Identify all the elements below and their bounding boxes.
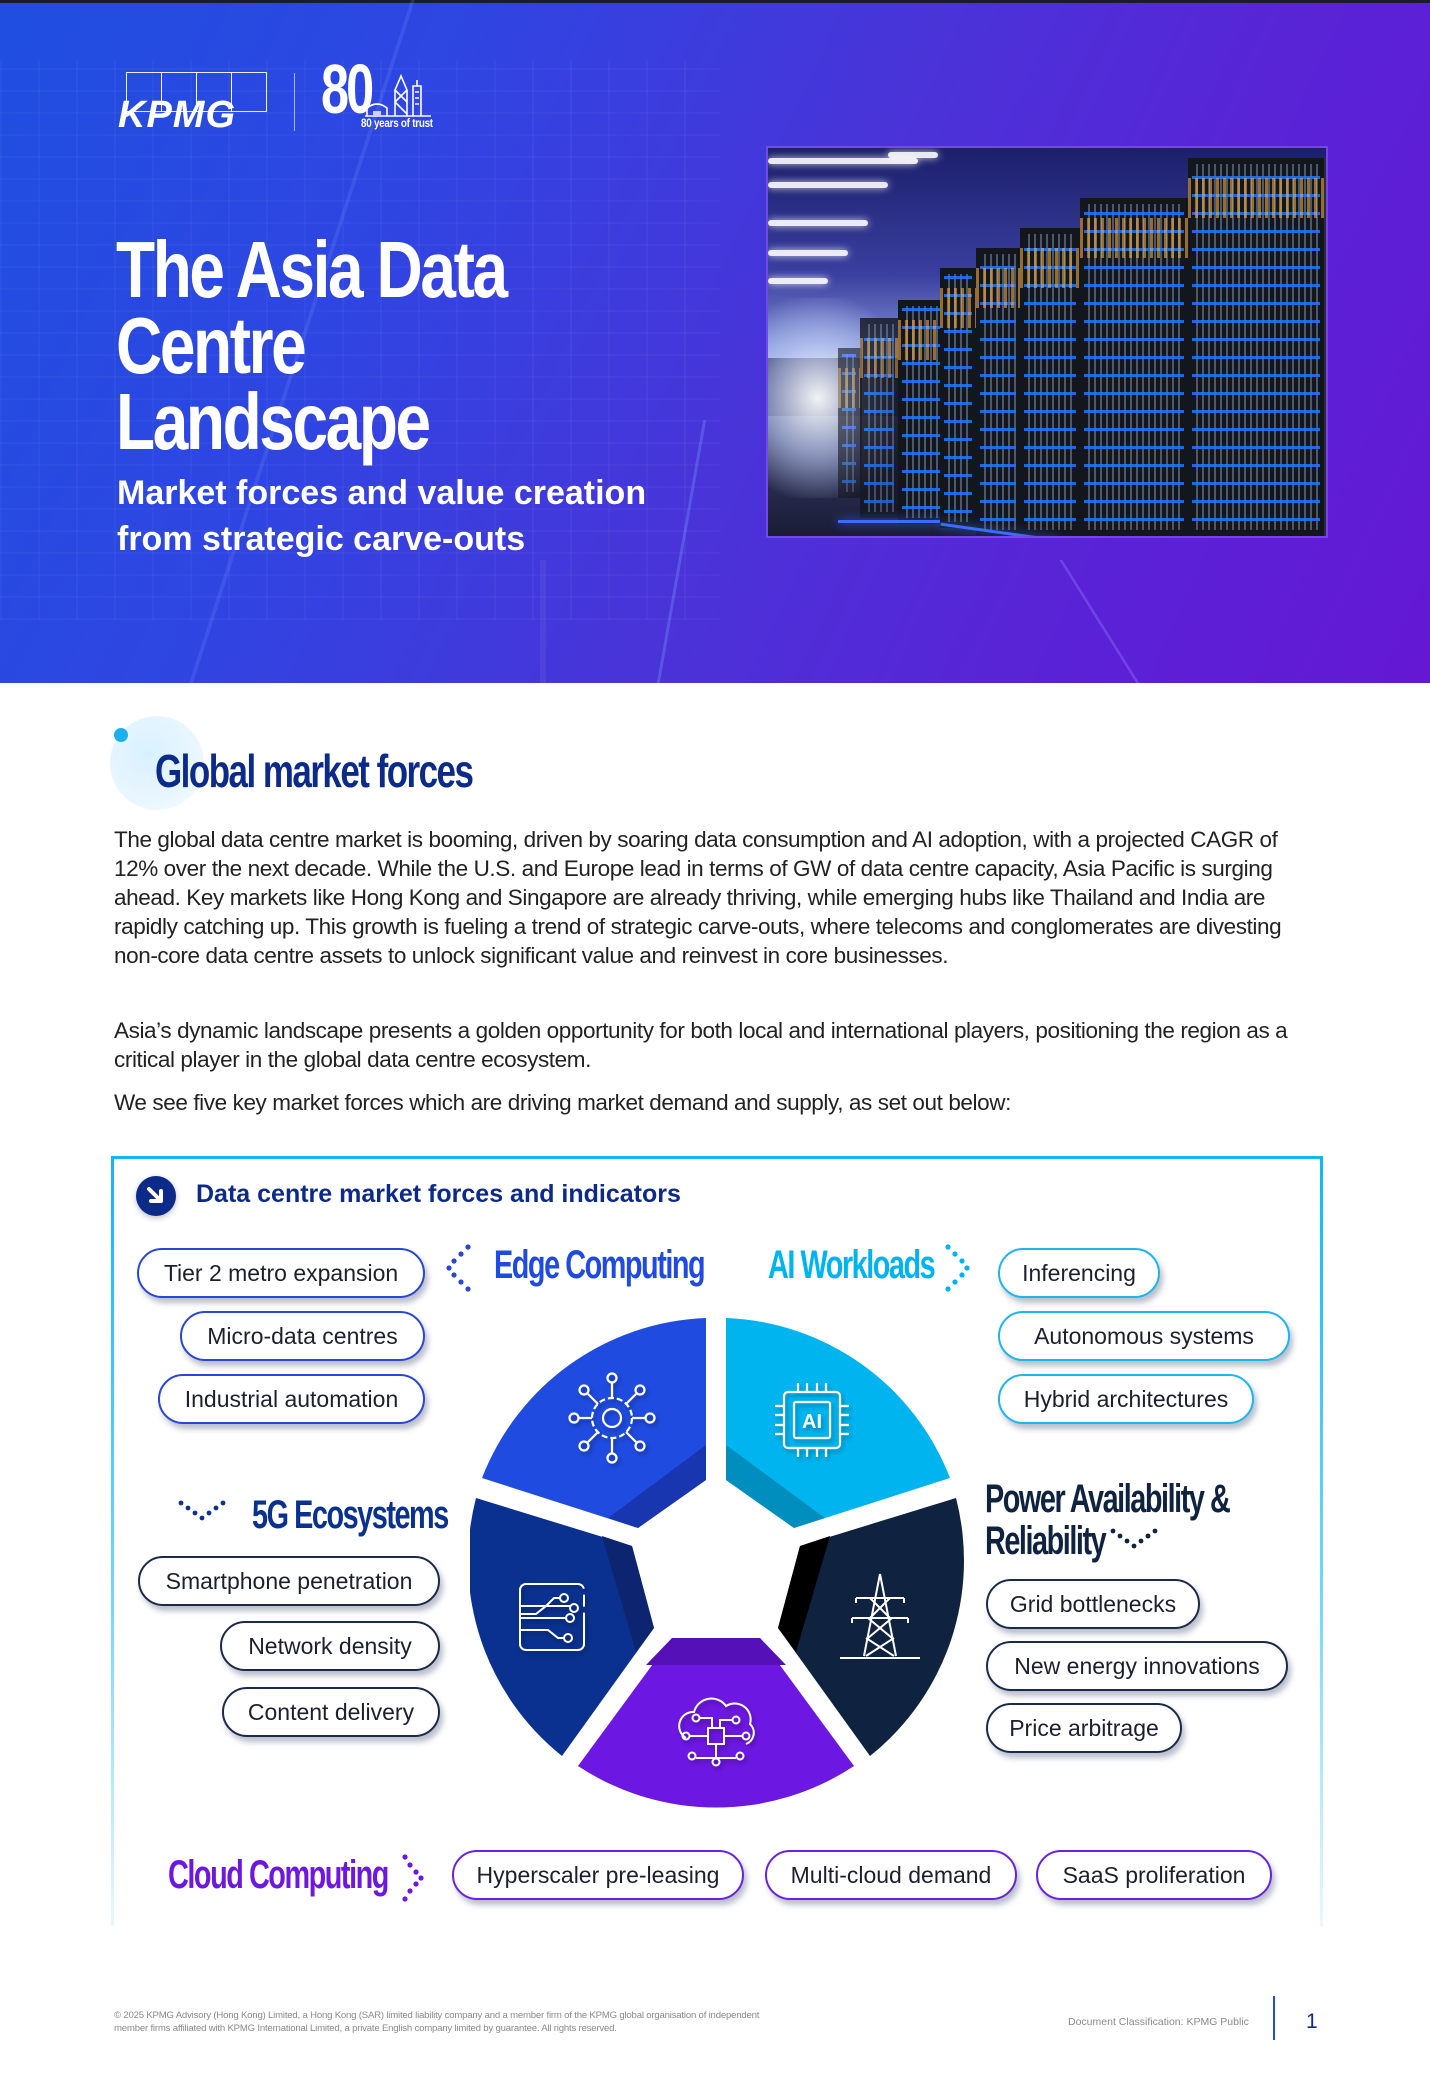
indicator-grid-bottlenecks: Grid bottlenecks — [986, 1579, 1200, 1629]
power-pylon-icon — [840, 1573, 920, 1659]
hong-kong-skyline-icon — [365, 73, 431, 117]
logo-row: KPMG 80 80 years of trust — [118, 54, 433, 136]
force-title-ai-workloads: AI Workloads — [768, 1243, 936, 1287]
page-number: 1 — [1306, 2010, 1318, 2033]
ai-dots-icon — [944, 1244, 970, 1297]
indicator-network-density: Network density — [220, 1621, 440, 1671]
indicator-tier-2-metro-expansion: Tier 2 metro expansion — [137, 1248, 425, 1298]
page-title: The Asia Data Centre Landscape — [116, 225, 508, 466]
edge-dots-icon — [446, 1244, 472, 1297]
indicator-saas-proliferation: SaaS proliferation — [1036, 1850, 1272, 1900]
body-paragraph-3: We see five key market forces which are … — [114, 1090, 1011, 1115]
hero-banner: KPMG 80 80 years of trust The Asia Data … — [0, 0, 1430, 683]
ai-chip-icon: AI — [775, 1383, 849, 1457]
svg-text:AI: AI — [802, 1411, 822, 1433]
indicator-smartphone-penetration: Smartphone penetration — [138, 1556, 440, 1606]
cloud-dots-icon — [402, 1854, 424, 1907]
indicator-inferencing: Inferencing — [998, 1248, 1160, 1298]
indicator-micro-data-centres: Micro-data centres — [180, 1311, 425, 1361]
indicator-price-arbitrage: Price arbitrage — [986, 1703, 1182, 1753]
body-paragraph-2: Asia’s dynamic landscape presents a gold… — [114, 1018, 1288, 1072]
force-title-cloud-computing: Cloud Computing — [168, 1853, 389, 1897]
data-centre-photo — [768, 148, 1326, 536]
footer-divider — [1273, 1996, 1275, 2040]
indicator-new-energy-innovations: New energy innovations — [986, 1641, 1288, 1691]
network-gear-icon — [568, 1372, 656, 1464]
indicator-hybrid-architectures: Hybrid architectures — [998, 1374, 1254, 1424]
arrow-circle-icon — [136, 1176, 176, 1216]
5g-dots-icon — [178, 1500, 226, 1531]
circuit-board-icon — [519, 1583, 585, 1651]
segment-5g-ecosystems — [470, 1498, 654, 1756]
indicator-autonomous-systems: Autonomous systems — [998, 1311, 1290, 1361]
page-subtitle: Market forces and value creation from st… — [117, 474, 647, 558]
market-forces-wheel: AI — [470, 1318, 964, 1808]
section-heading-dot — [114, 728, 128, 742]
segment-ai-workloads — [726, 1318, 950, 1528]
force-title-edge-computing: Edge Computing — [494, 1243, 706, 1287]
segment-edge-computing — [482, 1318, 706, 1528]
section-title: Global market forces — [155, 745, 474, 797]
segment-power-availability — [778, 1498, 964, 1756]
kpmg-logo: KPMG — [118, 70, 267, 136]
footer-copyright: © 2025 KPMG Advisory (Hong Kong) Limited… — [114, 2010, 760, 2034]
diagram-title: Data centre market forces and indicators — [196, 1180, 681, 1208]
power-dots-icon — [1110, 1528, 1158, 1559]
force-title-5g-ecosystems: 5G Ecosystems — [252, 1493, 449, 1537]
indicator-hyperscaler-pre-leasing: Hyperscaler pre-leasing — [452, 1850, 744, 1900]
cloud-circuit-icon — [678, 1697, 755, 1767]
indicator-multi-cloud-demand: Multi-cloud demand — [765, 1850, 1017, 1900]
indicator-content-delivery: Content delivery — [222, 1687, 440, 1737]
force-title-power-availability: Power Availability & Reliability — [985, 1477, 1231, 1563]
body-paragraph-1: The global data centre market is booming… — [114, 827, 1282, 968]
footer-classification: Document Classification: KPMG Public — [1068, 2016, 1249, 2028]
top-strip — [0, 0, 1430, 3]
segment-cloud-computing — [578, 1638, 854, 1808]
logo-divider — [294, 73, 295, 131]
80-years-logo: 80 80 years of trust — [321, 54, 433, 140]
indicator-industrial-automation: Industrial automation — [158, 1374, 425, 1424]
